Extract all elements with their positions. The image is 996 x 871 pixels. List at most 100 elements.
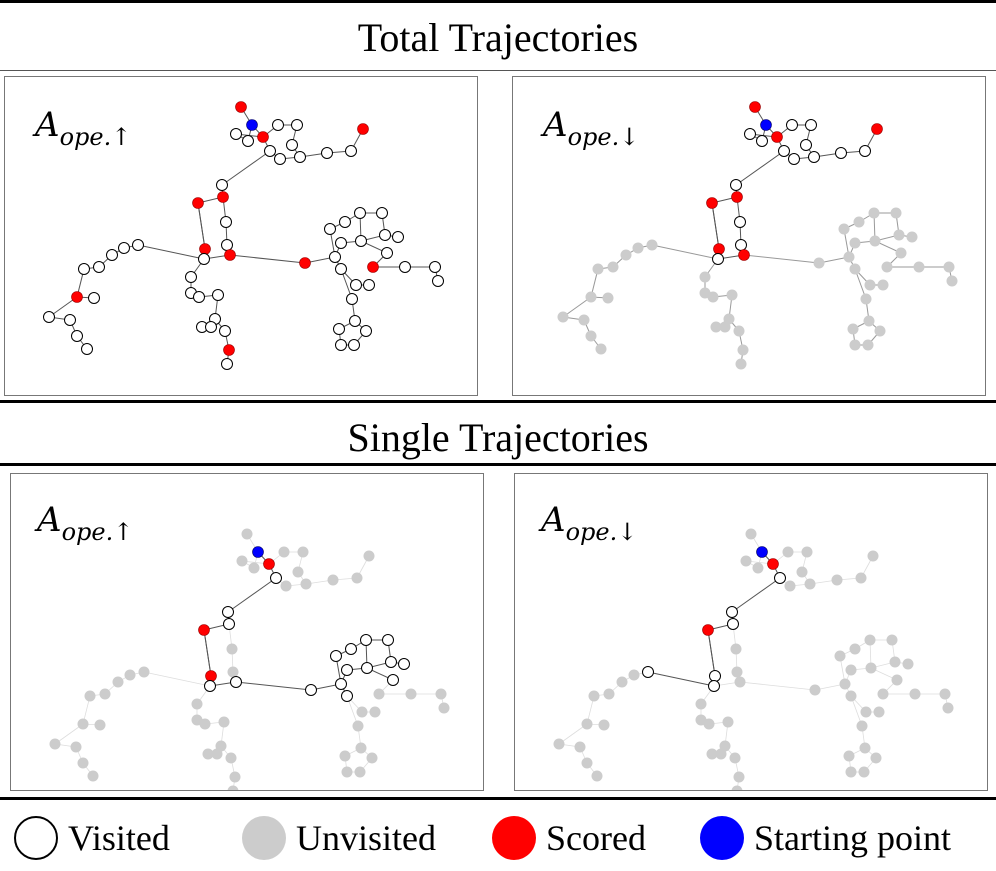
visited-node xyxy=(360,634,372,646)
unvisited-node xyxy=(695,698,707,710)
unvisited-node xyxy=(278,546,290,558)
scored-node xyxy=(706,197,718,209)
legend-item-unvisited: Unvisited xyxy=(242,808,436,868)
unvisited-node xyxy=(733,771,745,783)
unvisited-node xyxy=(356,706,368,718)
unvisited-node xyxy=(94,719,106,731)
starting-node xyxy=(252,546,264,558)
visited-node xyxy=(346,293,358,305)
graph-edge xyxy=(647,671,715,687)
unvisited-node xyxy=(632,242,644,254)
unvisited-node xyxy=(585,291,597,303)
unvisited-node xyxy=(734,676,746,688)
scored-node xyxy=(731,191,743,203)
visited-node xyxy=(730,179,742,191)
visited-node xyxy=(223,618,235,630)
unvisited-node xyxy=(849,263,861,275)
visited-node xyxy=(270,572,282,584)
top-rule xyxy=(0,0,996,3)
unvisited-node xyxy=(939,688,951,700)
unvisited-node xyxy=(877,279,889,291)
unvisited-node xyxy=(229,771,241,783)
unvisited-node xyxy=(369,706,381,718)
unvisited-node xyxy=(620,249,632,261)
starting-node xyxy=(756,546,768,558)
visited-node xyxy=(264,145,276,157)
unvisited-node xyxy=(646,239,658,251)
panel-single-down: Aope.↓ xyxy=(514,473,988,791)
graph-edge xyxy=(229,254,306,264)
visited-node xyxy=(335,678,347,690)
unvisited-node xyxy=(831,574,843,586)
unvisited-node xyxy=(722,716,734,728)
visited-node xyxy=(350,279,362,291)
unvisited-node xyxy=(729,752,741,764)
unvisited-node xyxy=(598,719,610,731)
scored-node xyxy=(257,131,269,143)
unvisited-node xyxy=(710,321,722,333)
visited-node xyxy=(106,249,118,261)
visited-node xyxy=(324,223,336,235)
visited-node xyxy=(43,311,55,323)
unvisited-node xyxy=(280,580,292,592)
legend: Visited Unvisited Scored Starting point xyxy=(0,808,996,868)
unvisited-node xyxy=(211,748,223,760)
visited-node xyxy=(335,263,347,275)
unvisited-node xyxy=(735,358,747,370)
unvisited-node xyxy=(867,550,879,562)
visited-node xyxy=(398,658,410,670)
visited-node xyxy=(81,343,93,355)
visited-node xyxy=(348,339,360,351)
unvisited-swatch-icon xyxy=(242,816,286,860)
unvisited-node xyxy=(860,706,872,718)
unvisited-node xyxy=(801,546,813,558)
visited-node xyxy=(212,289,224,301)
total-trajectories-title: Total Trajectories xyxy=(357,15,639,60)
unvisited-node xyxy=(737,344,749,356)
visited-node xyxy=(774,572,786,584)
unvisited-node xyxy=(366,752,378,764)
unvisited-node xyxy=(628,669,640,681)
visited-node xyxy=(230,676,242,688)
unvisited-node xyxy=(707,291,719,303)
visited-node xyxy=(835,147,847,159)
unvisited-node xyxy=(241,528,253,540)
unvisited-node xyxy=(847,323,859,335)
starting-node xyxy=(760,119,772,131)
unvisited-node xyxy=(592,263,604,275)
graph-edge xyxy=(558,723,588,745)
scored-node xyxy=(235,101,247,113)
scored-node xyxy=(871,123,883,135)
unvisited-node xyxy=(865,662,877,674)
unvisited-node xyxy=(943,261,955,273)
starting-swatch-icon xyxy=(700,816,744,860)
scored-node xyxy=(767,558,779,570)
unvisited-node xyxy=(731,785,743,790)
visited-node xyxy=(274,153,286,165)
graph-edge xyxy=(227,577,277,613)
visited-node xyxy=(642,666,654,678)
single-trajectories-title: Single Trajectories xyxy=(347,415,649,460)
unvisited-node xyxy=(860,293,872,305)
scored-node xyxy=(199,243,211,255)
legend-item-visited: Visited xyxy=(14,808,170,868)
unvisited-node xyxy=(77,718,89,730)
scored-node xyxy=(71,291,83,303)
graph-edge xyxy=(562,296,592,318)
visited-node xyxy=(221,358,233,370)
unvisited-node xyxy=(843,251,855,263)
panel-label-single-up: Aope.↑ xyxy=(37,500,134,546)
visited-node xyxy=(345,643,357,655)
unvisited-node xyxy=(112,676,124,688)
visited-node xyxy=(220,216,232,228)
visited-node xyxy=(198,253,210,265)
unvisited-node xyxy=(616,676,628,688)
graph-edge xyxy=(143,671,211,687)
graph-edge xyxy=(731,577,781,613)
unvisited-node xyxy=(881,261,893,273)
unvisited-node xyxy=(796,566,808,578)
visited-node xyxy=(788,153,800,165)
scored-node xyxy=(205,670,217,682)
unvisited-node xyxy=(373,688,385,700)
unvisited-node xyxy=(595,343,607,355)
